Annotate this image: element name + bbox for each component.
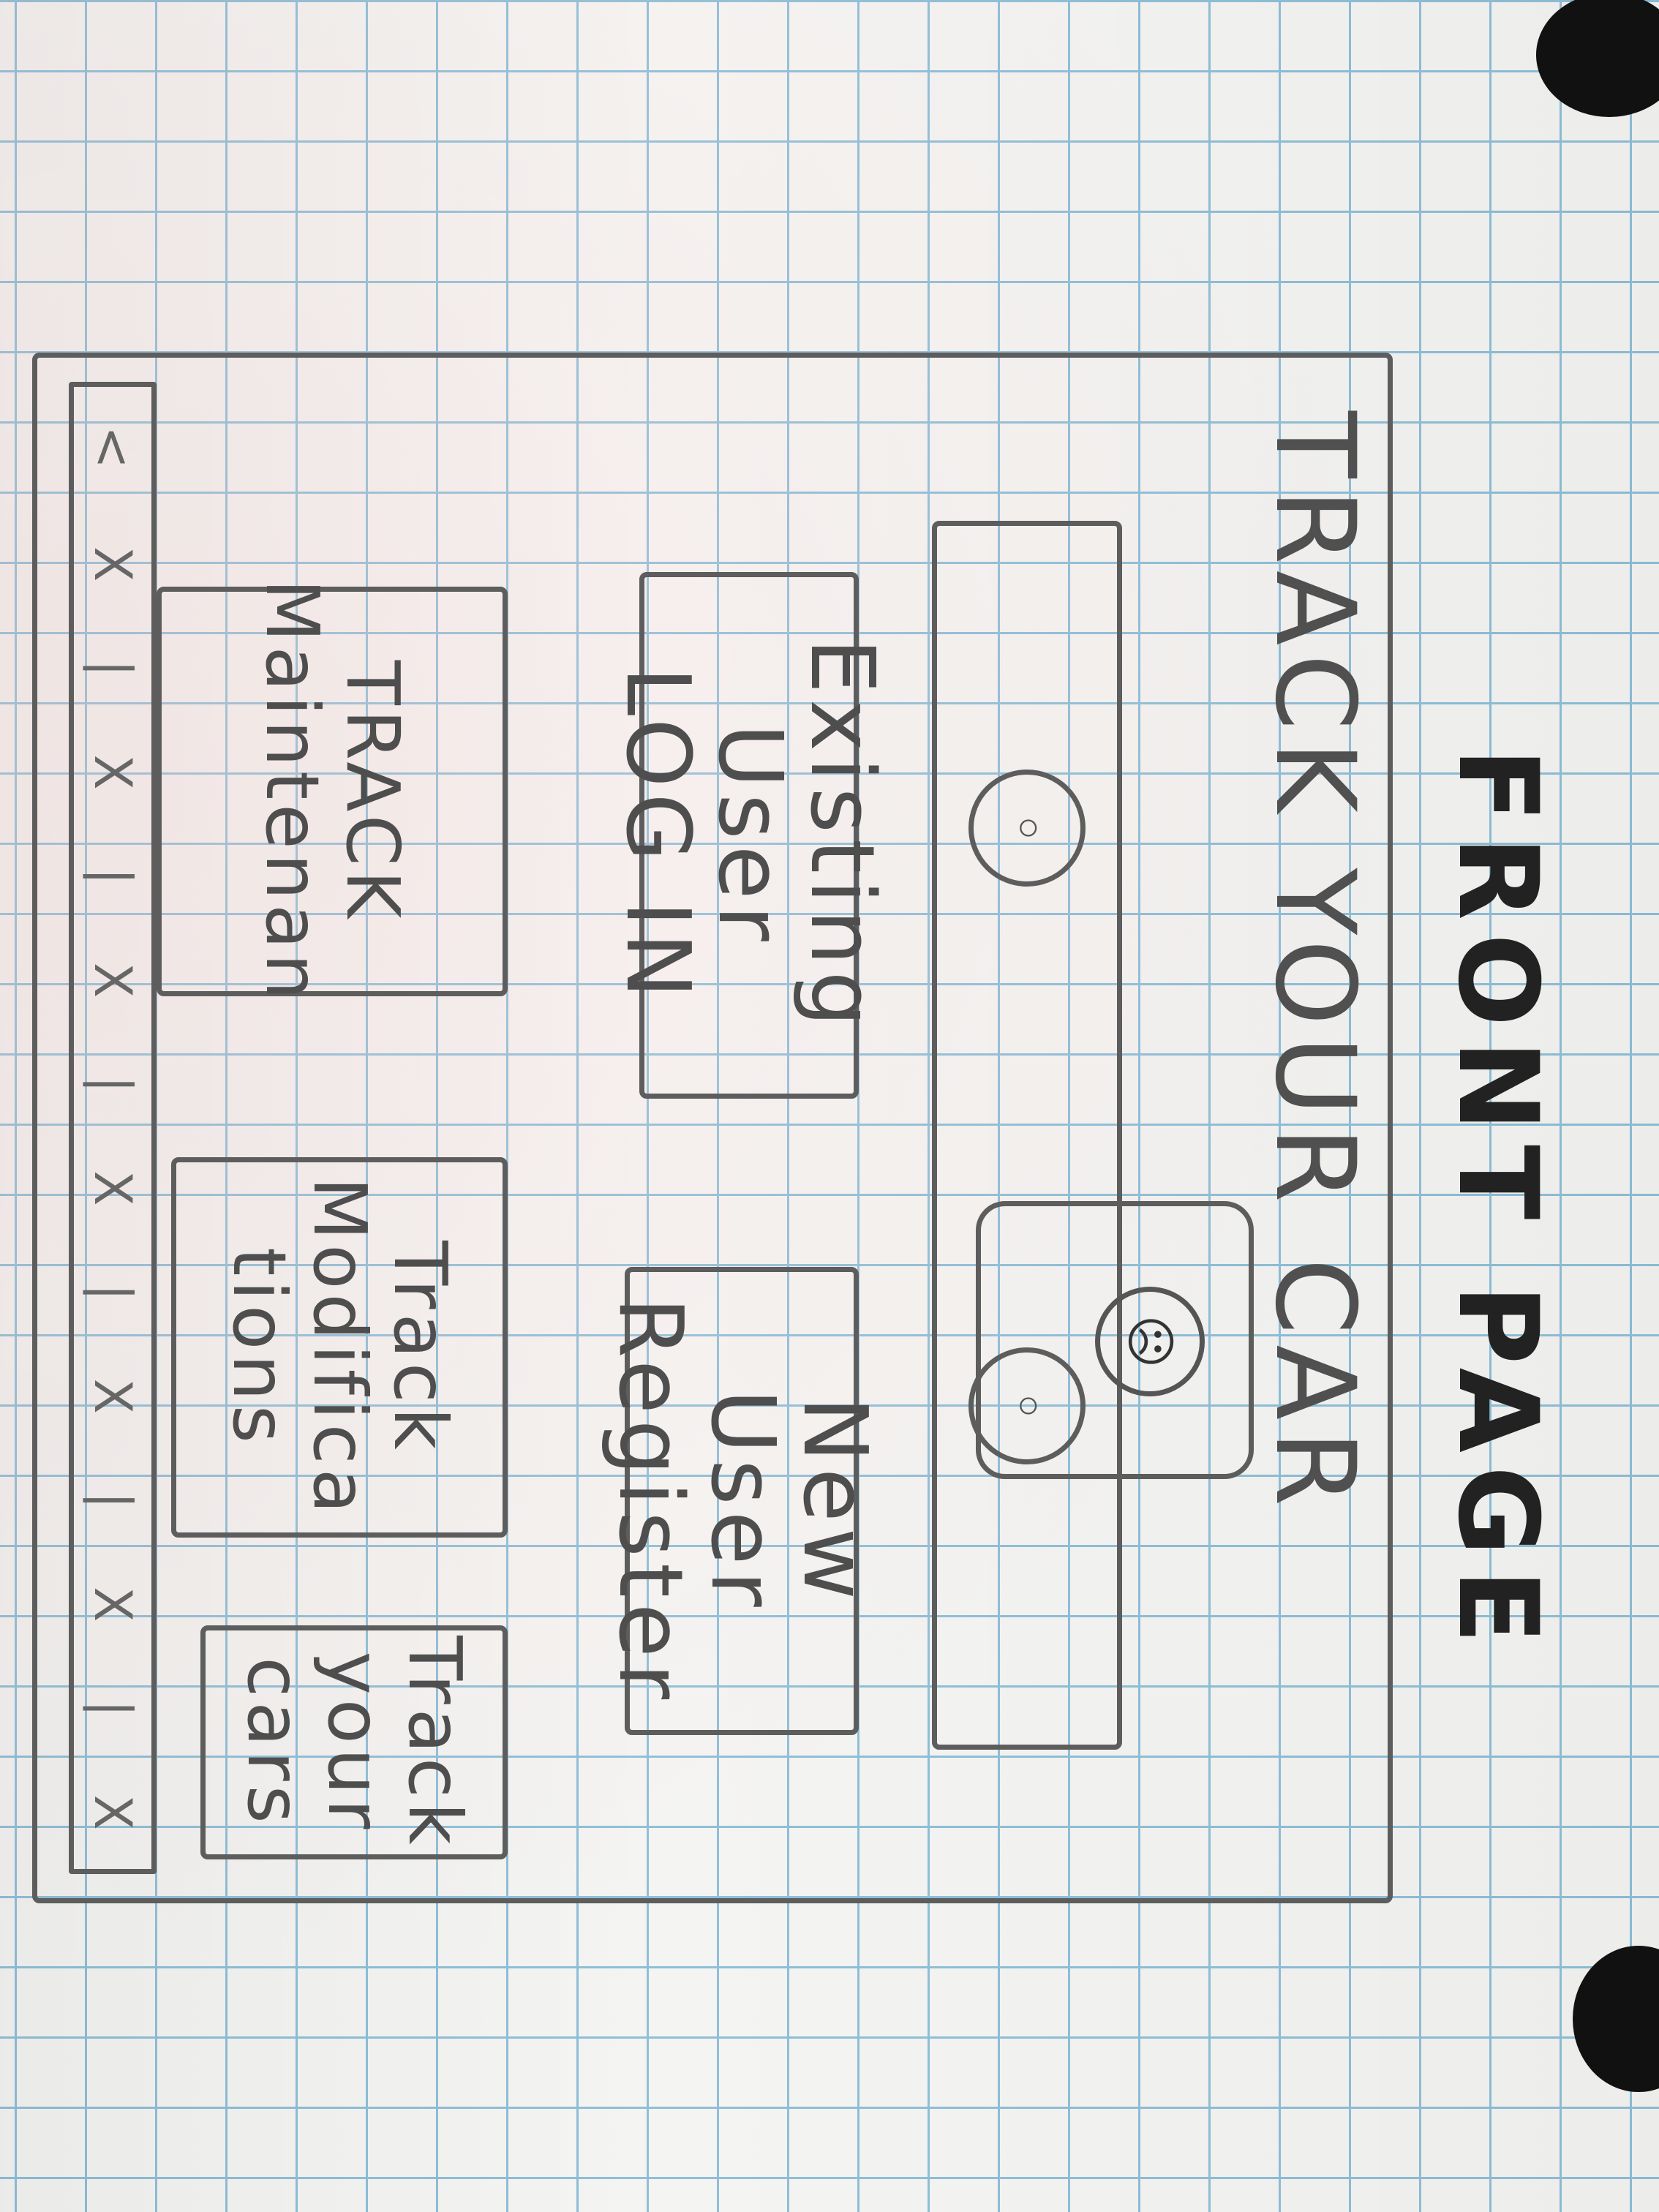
register-button[interactable]: New User Register xyxy=(599,1267,885,1735)
footer-mark: | xyxy=(83,1075,143,1094)
tile-track-modifications[interactable]: Track Modifica tions xyxy=(171,1157,508,1538)
footer-mark: | xyxy=(83,659,143,677)
carousel-next-icon: ◦ xyxy=(993,1388,1061,1423)
binder-hole-top xyxy=(1536,0,1659,117)
wireframe-sketch: FRONT PAGE TRACK YOUR CAR ☹ ◦ ◦ Existing… xyxy=(32,104,1561,2108)
footer-mark: X xyxy=(83,1170,143,1206)
footer-mark: X xyxy=(83,1587,143,1622)
tile-track-maintenance[interactable]: TRACK Maintenan xyxy=(157,579,508,1004)
app-title: TRACK YOUR CAR xyxy=(1251,411,1378,1517)
tile-modifications-line2: Modifica xyxy=(297,1177,383,1518)
footer-mark: | xyxy=(83,1699,143,1718)
footer-mark: X xyxy=(83,754,143,790)
footer-mark: X xyxy=(83,1794,143,1830)
tile-modifications-line1: Track xyxy=(377,1241,463,1454)
carousel-prev-icon: ◦ xyxy=(993,810,1061,846)
footer-mark: X xyxy=(83,963,143,998)
footer-mark: < xyxy=(83,426,143,469)
footer-bar: < X | X | X | X | X | X | X xyxy=(69,382,157,1874)
tile-maintenance-line1: TRACK xyxy=(330,660,415,923)
tile-cars-line3: cars xyxy=(231,1657,317,1828)
tile-track-cars[interactable]: Track your cars xyxy=(200,1625,508,1859)
tile-cars-line2: your xyxy=(312,1651,397,1834)
login-button-line2: LOG IN xyxy=(606,666,708,1004)
hero-carousel-image xyxy=(932,521,1122,1750)
page-title: FRONT PAGE xyxy=(1434,748,1561,1658)
footer-mark: X xyxy=(83,546,143,582)
carousel-next-button[interactable]: ◦ xyxy=(968,1347,1086,1464)
register-button-line1: New User xyxy=(691,1389,885,1613)
tile-modifications-line3: tions xyxy=(217,1247,302,1448)
footer-mark: | xyxy=(83,868,143,885)
tile-cars-line1: Track xyxy=(392,1636,478,1849)
face-icon: ☹ xyxy=(1095,1287,1205,1396)
footer-mark: X xyxy=(83,1378,143,1414)
footer-mark: | xyxy=(83,1283,143,1301)
tile-maintenance-line2: Maintenan xyxy=(249,579,335,1004)
register-button-line2: Register xyxy=(599,1296,701,1706)
footer-mark: | xyxy=(83,1491,143,1509)
carousel-prev-button[interactable]: ◦ xyxy=(968,770,1086,887)
binder-hole-bottom xyxy=(1573,1946,1659,2092)
login-button-line1: Existing User xyxy=(699,638,892,1033)
login-button[interactable]: Existing User LOG IN xyxy=(606,572,892,1099)
